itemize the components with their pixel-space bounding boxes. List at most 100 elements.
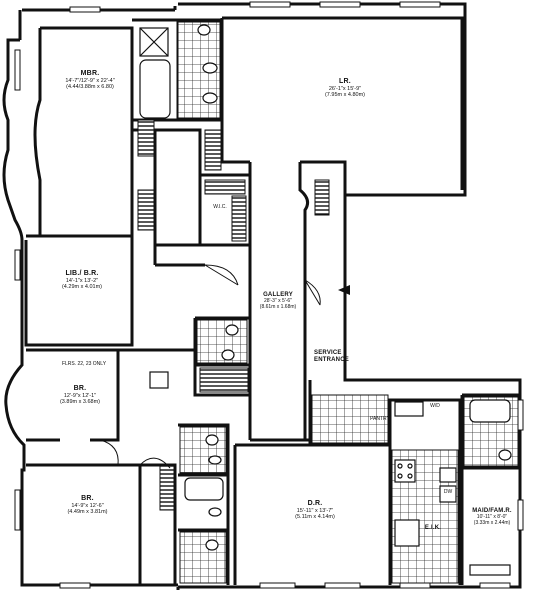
- window: [324, 582, 361, 589]
- label-wd: W/D: [425, 403, 445, 410]
- room-name: D.R.: [307, 500, 323, 507]
- room-metric: (3.89m x 3.68m): [59, 399, 101, 406]
- window: [14, 249, 21, 281]
- window: [517, 399, 524, 431]
- hall-bath-wall: [193, 316, 250, 397]
- window: [399, 1, 441, 8]
- closet-shelf: [137, 189, 155, 231]
- floor-note: FLRS. 22, 23 ONLY: [50, 361, 118, 368]
- window: [59, 582, 91, 589]
- room-name: DW: [443, 489, 453, 495]
- room-dimensions: 12'-9"x 12'-1": [63, 393, 97, 400]
- room-metric: (8.61m x 1.68m): [259, 303, 297, 310]
- room-label-wic: W.I.C.: [205, 204, 235, 211]
- window: [259, 582, 296, 589]
- room-label-lr: LR. 26'-1"x 15'-9" (7.95m x 4.80m): [290, 78, 400, 99]
- window: [14, 49, 21, 91]
- room-label-eik: E.I.K.: [418, 525, 448, 532]
- room-dimensions: 15'-11" x 13'-7": [296, 508, 334, 515]
- room-name: PANTRY: [370, 416, 390, 422]
- room-name: LIB./ B.R.: [65, 270, 99, 277]
- room-name: MAID/FAM.R.: [472, 508, 512, 514]
- room-name: W.I.C.: [213, 204, 227, 210]
- closet-shelf: [314, 179, 330, 216]
- room-metric: (5.11m x 4.14m): [295, 514, 335, 521]
- bathtub: [139, 59, 171, 119]
- br1-wall: [26, 348, 195, 442]
- entry-arrow-icon: [338, 285, 350, 295]
- room-name: BR.: [73, 385, 87, 392]
- room-metric: (7.95m x 4.80m): [324, 92, 366, 99]
- room-dimensions: 10'-11" x 8'-0": [476, 513, 508, 520]
- wic-wall: [132, 128, 252, 267]
- room-name: LR.: [339, 78, 351, 85]
- washer-dryer: [394, 401, 424, 417]
- room-label-lib-br: LIB./ B.R. 14'-1"x 13'-2" (4.29m x 4.01m…: [42, 270, 122, 291]
- refrigerator: [394, 519, 420, 547]
- room-label-gallery: GALLERY 28'-3" x 5'-6" (8.61m x 1.68m): [252, 292, 304, 310]
- tile-floor: [196, 319, 248, 364]
- dr-baths-wall: [178, 423, 230, 585]
- room-name-line2: ENTRANCE: [314, 356, 349, 363]
- room-label-dr: D.R. 15'-11" x 13'-7" (5.11m x 4.14m): [270, 500, 360, 521]
- window: [319, 1, 361, 8]
- sink: [208, 455, 222, 465]
- window: [249, 1, 291, 8]
- lr-wall: [220, 16, 464, 195]
- room-name: W/D: [430, 403, 440, 409]
- table: [469, 564, 511, 576]
- closet-shelf: [231, 195, 247, 242]
- room-dimensions: 28'-3" x 5'-6": [264, 297, 292, 304]
- room-name: GALLERY: [263, 292, 293, 298]
- sink: [202, 92, 218, 104]
- dishwasher: [439, 485, 457, 503]
- toilet: [205, 539, 219, 551]
- toilet: [197, 24, 211, 36]
- room-dimensions: 26'-1"x 15'-9": [328, 86, 362, 93]
- room-label-pantry: PANTRY: [365, 416, 395, 423]
- cabinet: [149, 371, 169, 389]
- room-name: SERVICE: [314, 350, 342, 356]
- window: [479, 582, 511, 589]
- room-metric: (4.49m x 3.81m): [67, 509, 108, 516]
- window: [517, 499, 524, 531]
- door-swing: [99, 439, 119, 466]
- room-label-br2: BR. 14'-9"x 12'-6" (4.49m x 3.81m): [45, 495, 130, 516]
- window: [399, 582, 431, 589]
- room-label-mbr: MBR. 14'-7"/12'-9" x 22'-4" (4.44/3.88m …: [50, 70, 130, 91]
- exterior-wall-left-lower: [4, 350, 178, 587]
- door-swing: [139, 457, 171, 469]
- bathtub: [184, 477, 224, 501]
- sink: [439, 467, 457, 483]
- closet-shelf: [199, 367, 249, 393]
- sink: [202, 62, 218, 74]
- closet-shelf: [159, 464, 175, 511]
- label-dw: DW: [440, 489, 456, 496]
- sink: [225, 324, 239, 336]
- room-metric: (3.33m x 2.44m): [473, 519, 511, 526]
- window: [69, 6, 101, 13]
- room-dimensions: 14'-1"x 13'-2": [65, 278, 99, 285]
- toilet: [205, 434, 219, 446]
- room-dimensions: 14'-9"x 12'-6": [71, 503, 104, 510]
- maid-wall: [460, 393, 520, 585]
- toilet: [498, 449, 512, 461]
- bathtub: [469, 399, 511, 423]
- room-name: MBR.: [80, 70, 100, 77]
- room-metric: (4.29m x 4.01m): [61, 284, 103, 291]
- tile-floor: [179, 426, 227, 474]
- door-swing: [304, 279, 321, 306]
- room-name: BR.: [81, 495, 94, 502]
- mbr-wall: [24, 26, 134, 347]
- room-label-maid: MAID/FAM.R. 10'-11" x 8'-0" (3.33m x 2.4…: [466, 508, 518, 526]
- room-label-br1: BR. 12'-9"x 12'-1" (3.89m x 3.68m): [45, 385, 115, 406]
- tile-floor: [179, 531, 227, 584]
- closet-shelf: [204, 129, 222, 171]
- sink: [208, 507, 222, 517]
- closet-shelf: [137, 119, 155, 157]
- closet-shelf: [204, 179, 246, 195]
- toilet: [221, 349, 235, 361]
- br2-wall: [26, 463, 177, 585]
- door-swing: [204, 264, 239, 286]
